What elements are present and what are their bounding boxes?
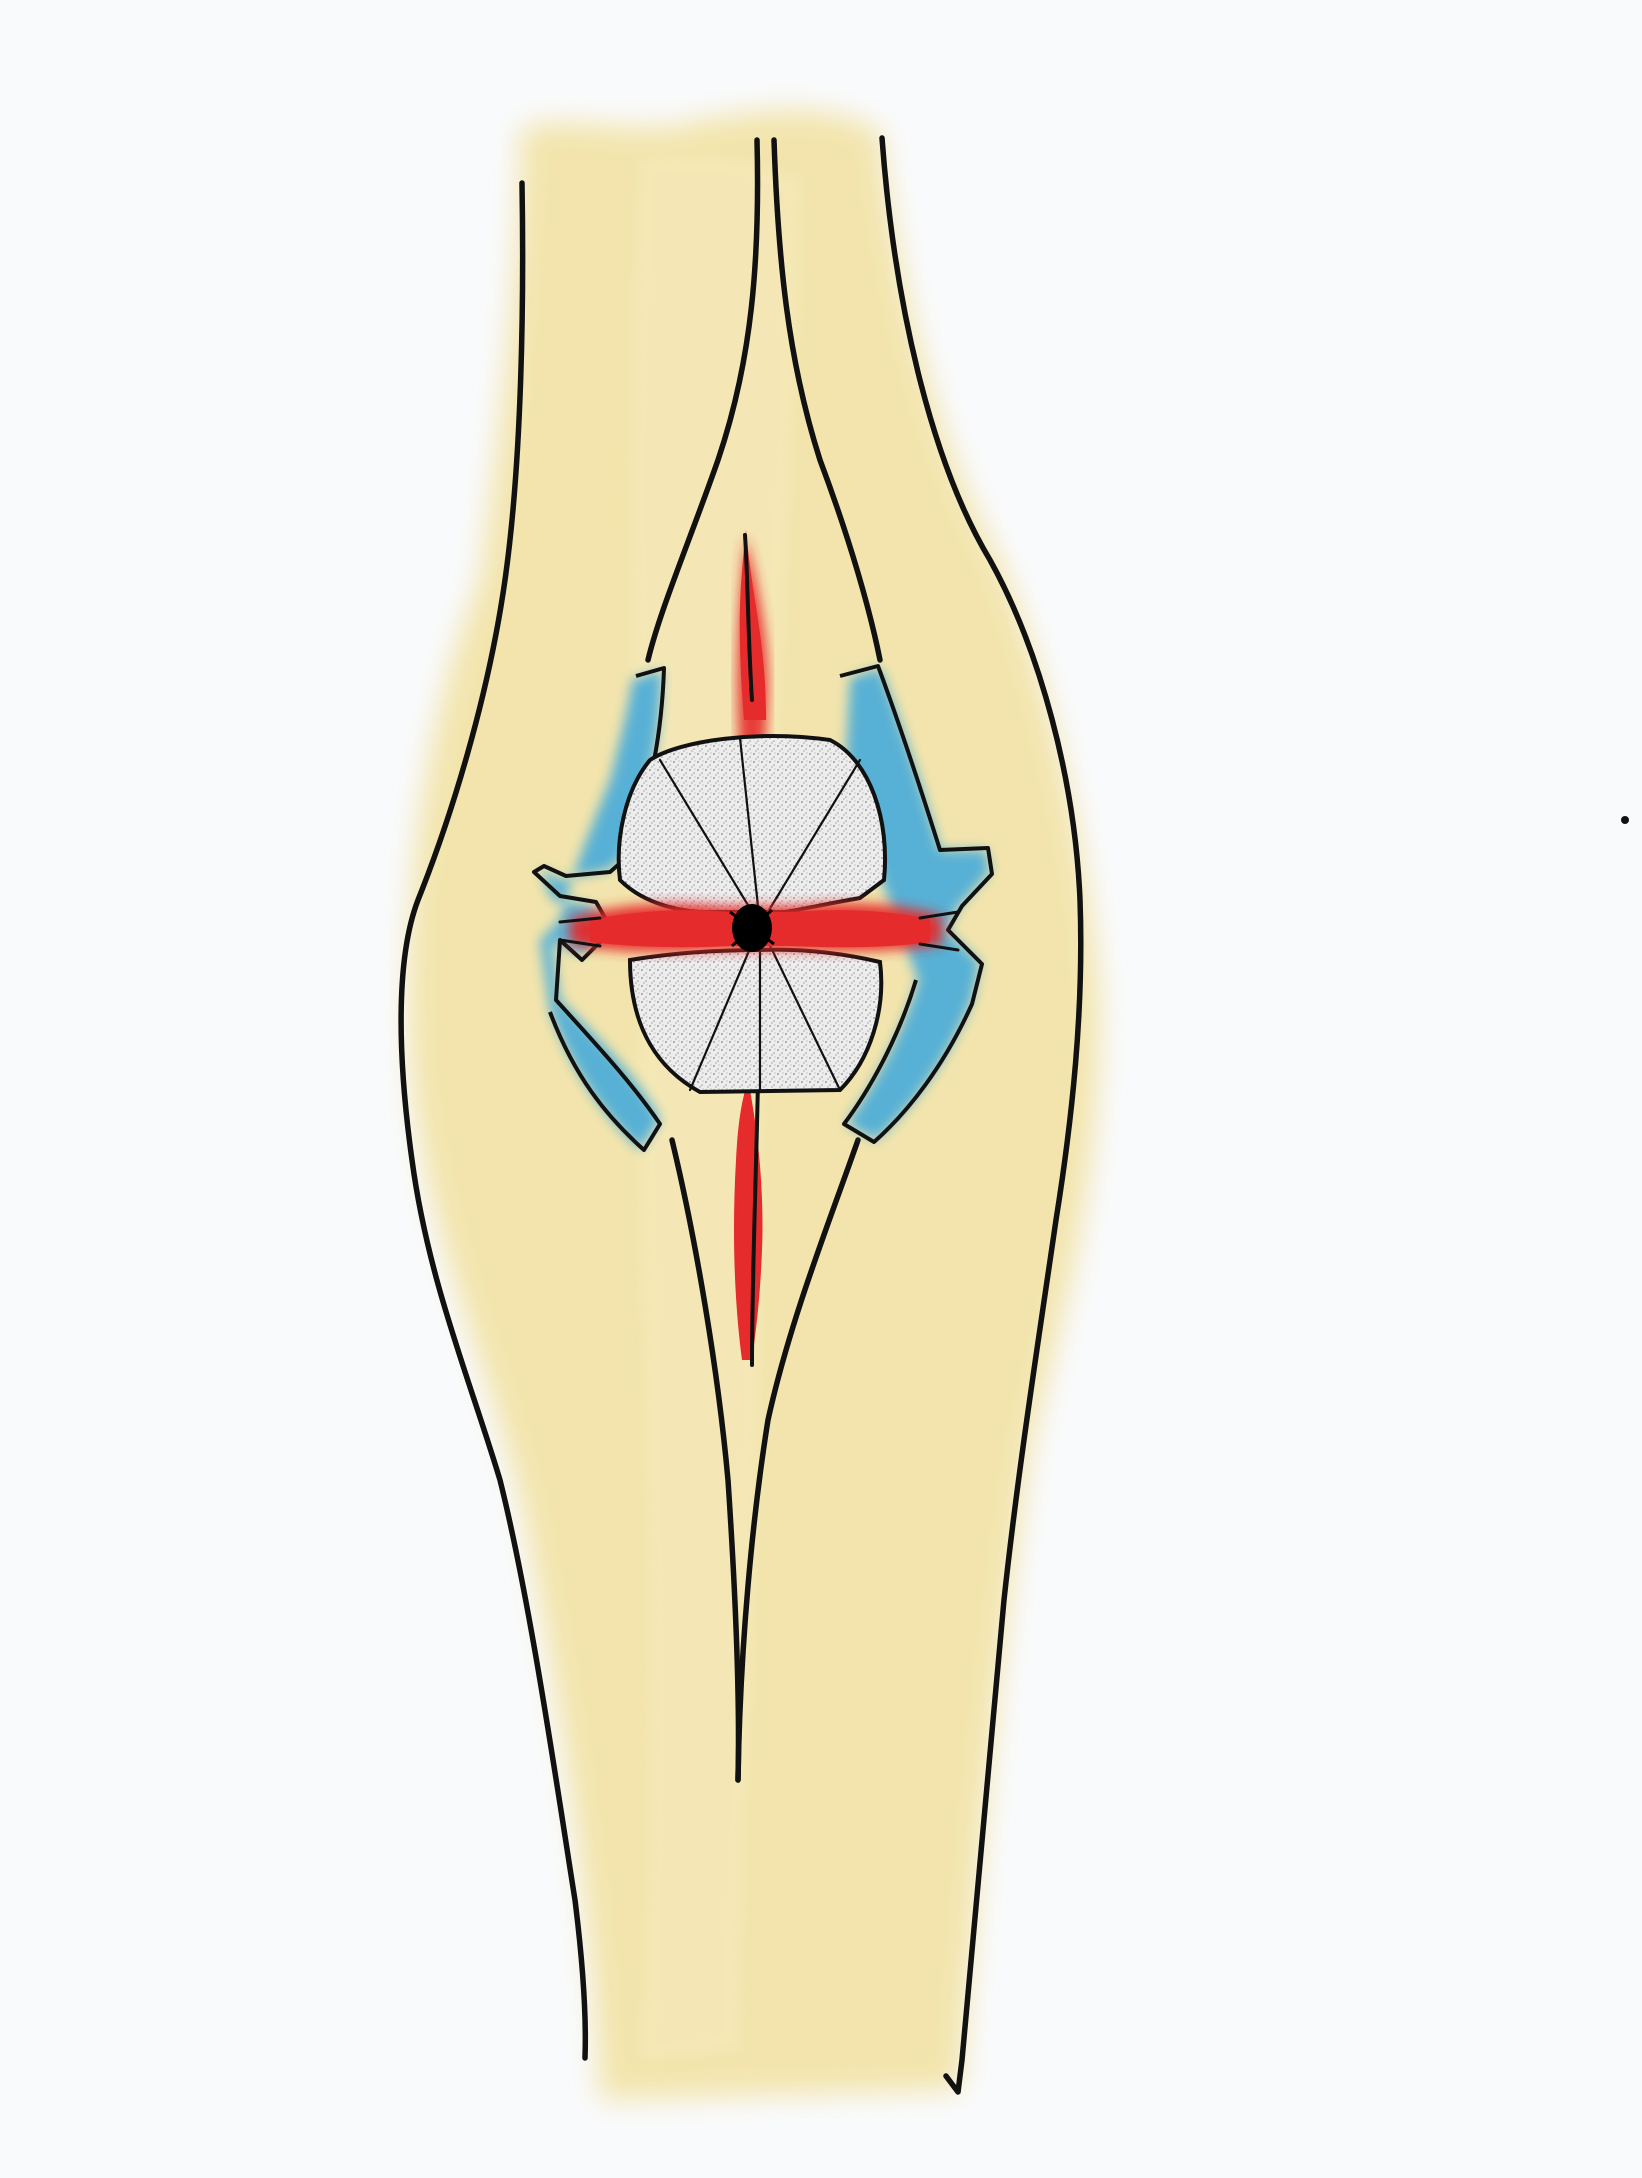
stray-mark [1621,816,1629,824]
limb-body [408,110,1100,2100]
